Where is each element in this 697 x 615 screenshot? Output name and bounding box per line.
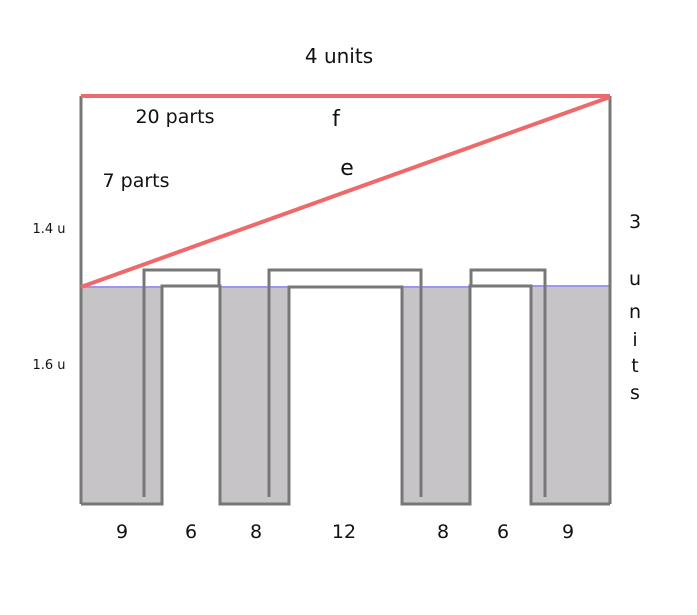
bottom-width-label: 8: [250, 521, 262, 543]
label-right-height-char: n: [629, 301, 641, 323]
shaded-region-4: [531, 286, 610, 504]
label-right-height-char: t: [631, 355, 638, 377]
label-height-upper: 1.4 u: [32, 222, 65, 237]
bottom-width-label: 8: [437, 521, 449, 543]
shaded-region-3: [402, 287, 470, 504]
bottom-width-label: 6: [185, 521, 197, 543]
label-f: f: [332, 107, 341, 132]
bottom-width-label: 9: [116, 521, 128, 543]
label-right-height-char: i: [632, 329, 637, 351]
red-diagonal-line: [80, 95, 611, 289]
bottom-width-label: 12: [332, 521, 356, 543]
frame-outline: [79, 96, 612, 506]
shaded-region-1: [81, 287, 162, 504]
bottom-width-labels: 9 6 8 12 8 6 9: [116, 521, 574, 543]
label-e: e: [340, 156, 354, 181]
label-20-parts: 20 parts: [135, 106, 214, 128]
label-right-height-char: s: [630, 382, 640, 404]
inner-tubes: [142, 268, 547, 497]
shaded-region-2: [220, 287, 289, 504]
label-right-height-char: 3: [629, 211, 641, 233]
bottom-width-label: 6: [497, 521, 509, 543]
bottom-width-label: 9: [562, 521, 574, 543]
label-right-height-char: u: [629, 268, 641, 290]
label-7-parts: 7 parts: [103, 170, 170, 192]
label-top-width: 4 units: [305, 44, 373, 68]
water-level-lines: [81, 285, 610, 288]
label-right-height: 3 u n i t s: [629, 211, 641, 404]
label-height-lower: 1.6 u: [32, 358, 65, 373]
